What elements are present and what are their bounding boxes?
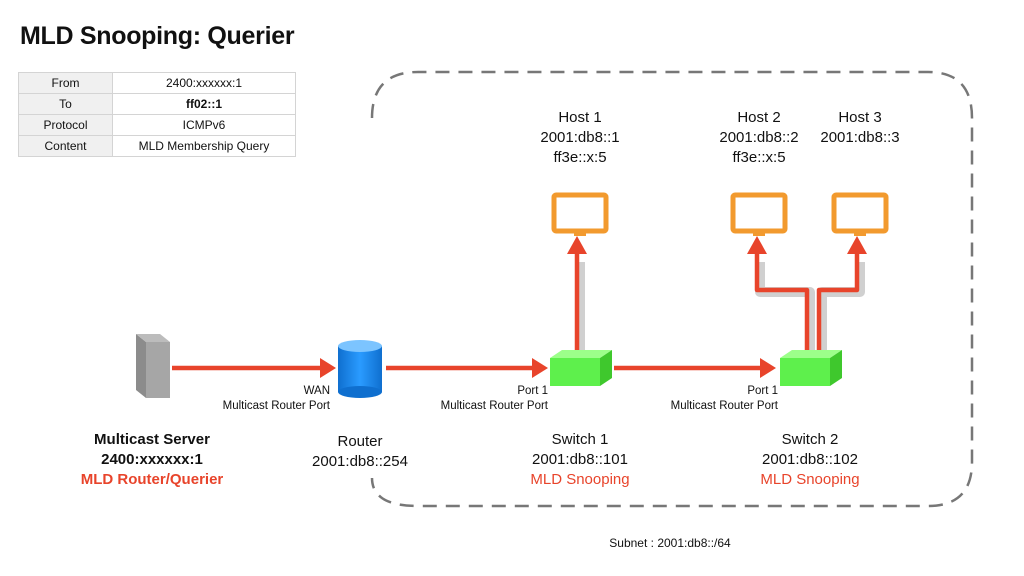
host2-label: Host 2 2001:db8::2 ff3e::x:5	[709, 108, 809, 168]
packet-field-value: ICMPv6	[112, 114, 296, 136]
switch1-feature: MLD Snooping	[530, 471, 630, 488]
server-icon	[136, 334, 170, 398]
switch2-icon	[780, 350, 842, 386]
arrow-heads	[320, 236, 867, 378]
router-address: 2001:db8::254	[312, 453, 408, 470]
packet-field-value: MLD Membership Query	[112, 135, 296, 157]
host1-label: Host 1 2001:db8::1 ff3e::x:5	[530, 108, 630, 168]
router-port-label: WAN Multicast Router Port	[170, 384, 330, 414]
packet-field-label: Protocol	[18, 114, 113, 136]
router-label: Router 2001:db8::254	[300, 432, 420, 472]
packet-field-label: Content	[18, 135, 113, 157]
switch1-label: Switch 1 2001:db8::101 MLD Snooping	[520, 430, 640, 490]
host3-name: Host 3	[838, 109, 882, 126]
router-port-name: WAN	[303, 385, 330, 397]
host3-label: Host 3 2001:db8::3	[810, 108, 910, 148]
switch1-port-name: Port 1	[517, 385, 548, 397]
host2-icon	[730, 192, 788, 236]
server-role: MLD Router/Querier	[80, 471, 224, 488]
switch1-name: Switch 1	[551, 431, 609, 448]
flow-arrows	[172, 252, 860, 371]
host2-group: ff3e::x:5	[732, 149, 786, 166]
arrow-switch2-to-host3	[816, 252, 860, 350]
switch1-port-label: Port 1 Multicast Router Port	[388, 384, 548, 414]
server-name: Multicast Server	[94, 431, 210, 448]
switch2-feature: MLD Snooping	[760, 471, 860, 488]
switch1-address: 2001:db8::101	[532, 451, 628, 468]
router-icon	[338, 340, 382, 398]
router-port-role: Multicast Router Port	[222, 400, 330, 412]
switch2-port-name: Port 1	[747, 385, 778, 397]
arrow-switch2-to-host2	[754, 252, 810, 350]
subnet-label: Subnet : 2001:db8::/64	[609, 536, 731, 550]
host3-icon	[831, 192, 889, 236]
switch2-label: Switch 2 2001:db8::102 MLD Snooping	[750, 430, 870, 490]
subnet-boundary	[370, 70, 974, 508]
switch2-port-label: Port 1 Multicast Router Port	[618, 384, 778, 414]
host1-icon	[551, 192, 609, 236]
router-name: Router	[337, 433, 383, 450]
host1-group: ff3e::x:5	[553, 149, 607, 166]
host2-name: Host 2	[737, 109, 781, 126]
switch2-name: Switch 2	[781, 431, 839, 448]
switch1-icon	[550, 350, 612, 386]
server-label: Multicast Server 2400:xxxxxx:1 MLD Route…	[62, 430, 242, 490]
host1-address: 2001:db8::1	[540, 129, 620, 146]
server-address: 2400:xxxxxx:1	[101, 451, 203, 468]
switch2-address: 2001:db8::102	[762, 451, 858, 468]
host2-address: 2001:db8::2	[719, 129, 799, 146]
switch2-port-role: Multicast Router Port	[670, 400, 778, 412]
switch1-port-role: Multicast Router Port	[440, 400, 548, 412]
host3-address: 2001:db8::3	[820, 129, 900, 146]
page-title: MLD Snooping: Querier	[20, 22, 295, 50]
packet-field-value: 2400:xxxxxx:1	[112, 72, 296, 94]
host1-name: Host 1	[558, 109, 602, 126]
